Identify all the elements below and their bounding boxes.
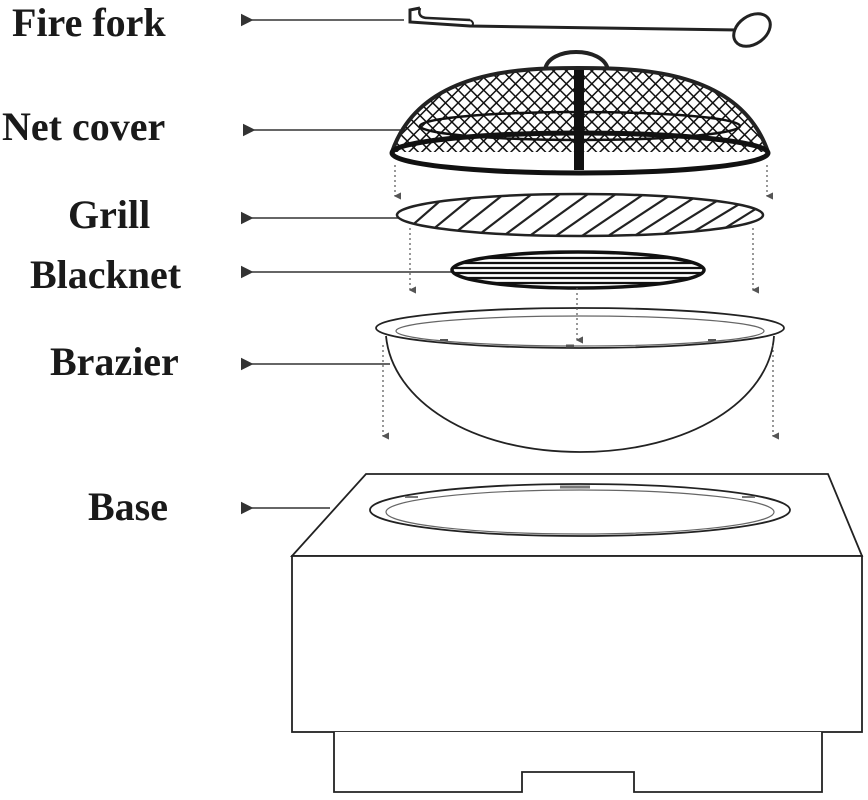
label-grill: Grill: [68, 192, 150, 237]
brazier: [375, 307, 785, 453]
blacknet: [450, 250, 706, 290]
net-cover: [389, 50, 771, 176]
label-fire-fork: Fire fork: [12, 0, 166, 45]
label-base: Base: [88, 484, 168, 529]
base: [289, 473, 864, 793]
assembly-guide-arrows: [381, 165, 779, 440]
label-brazier: Brazier: [50, 339, 179, 384]
grill: [395, 192, 765, 238]
label-blacknet: Blacknet: [30, 252, 182, 297]
label-net-cover: Net cover: [2, 104, 165, 149]
fire-fork: [408, 6, 772, 48]
